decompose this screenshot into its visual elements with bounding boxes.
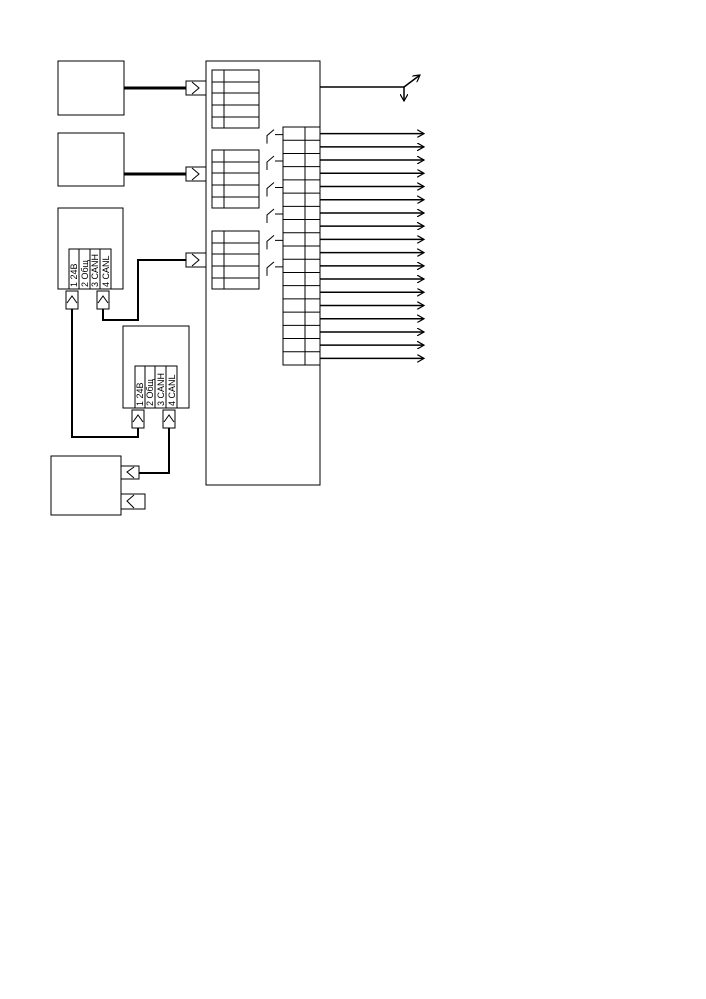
cable-bus1-to-controller — [102, 259, 186, 321]
device-3-connector-a — [120, 465, 140, 480]
relay-contact-symbol — [266, 208, 283, 223]
bus-module-1-connector-b — [96, 290, 110, 310]
relay-contact-symbol — [266, 182, 283, 197]
bus-module-2-connector-a — [131, 409, 145, 429]
bm2-pin2: 2 Общ — [145, 378, 155, 406]
device-block-3 — [50, 455, 122, 516]
device-3-connector-b — [120, 493, 146, 510]
bus-module-1-connector-a — [65, 290, 79, 310]
cable-bus2-to-device3 — [139, 428, 170, 474]
bus-module-2-pin-table — [134, 365, 178, 409]
output-lines — [320, 134, 424, 359]
antenna-output-arrow — [320, 75, 420, 101]
bm1-pin4: 4 CANL — [101, 255, 111, 287]
relay-contacts — [266, 129, 283, 276]
terminal-table-2 — [211, 149, 260, 209]
output-terminal-block — [282, 126, 321, 366]
bm1-pin2: 2 Общ — [80, 259, 90, 287]
main-controller — [205, 60, 321, 486]
bus-module-1-pin-labels: 1 24В 2 Общ 3 CANH 4 CANL — [69, 254, 111, 287]
relay-contact-symbol — [266, 261, 283, 276]
bus-module-2-pin-labels: 1 24В 2 Общ 3 CANH 4 CANL — [135, 373, 177, 406]
bus-module-2-connector-b — [162, 409, 176, 429]
relay-contact-symbol — [266, 235, 283, 250]
bm2-pin1: 1 24В — [135, 382, 145, 406]
cable-bus1-to-bus2 — [71, 309, 139, 438]
terminal-table-1 — [211, 69, 260, 129]
bm1-pin1: 1 24В — [69, 263, 79, 287]
bm1-pin3: 3 CANH — [90, 254, 100, 287]
device-block-2 — [57, 132, 125, 187]
connector-input-2 — [185, 166, 207, 182]
terminal-table-3 — [211, 230, 260, 290]
bm2-pin3: 3 CANH — [156, 373, 166, 406]
connector-input-1 — [185, 80, 207, 96]
bus-module-2 — [122, 325, 190, 409]
bm2-pin4: 4 CANL — [167, 374, 177, 406]
relay-contact-symbol — [266, 129, 283, 144]
connector-input-3 — [185, 252, 207, 268]
device-block-1 — [57, 60, 125, 116]
relay-contact-symbol — [266, 155, 283, 171]
bus-module-1-pin-table — [68, 248, 112, 290]
